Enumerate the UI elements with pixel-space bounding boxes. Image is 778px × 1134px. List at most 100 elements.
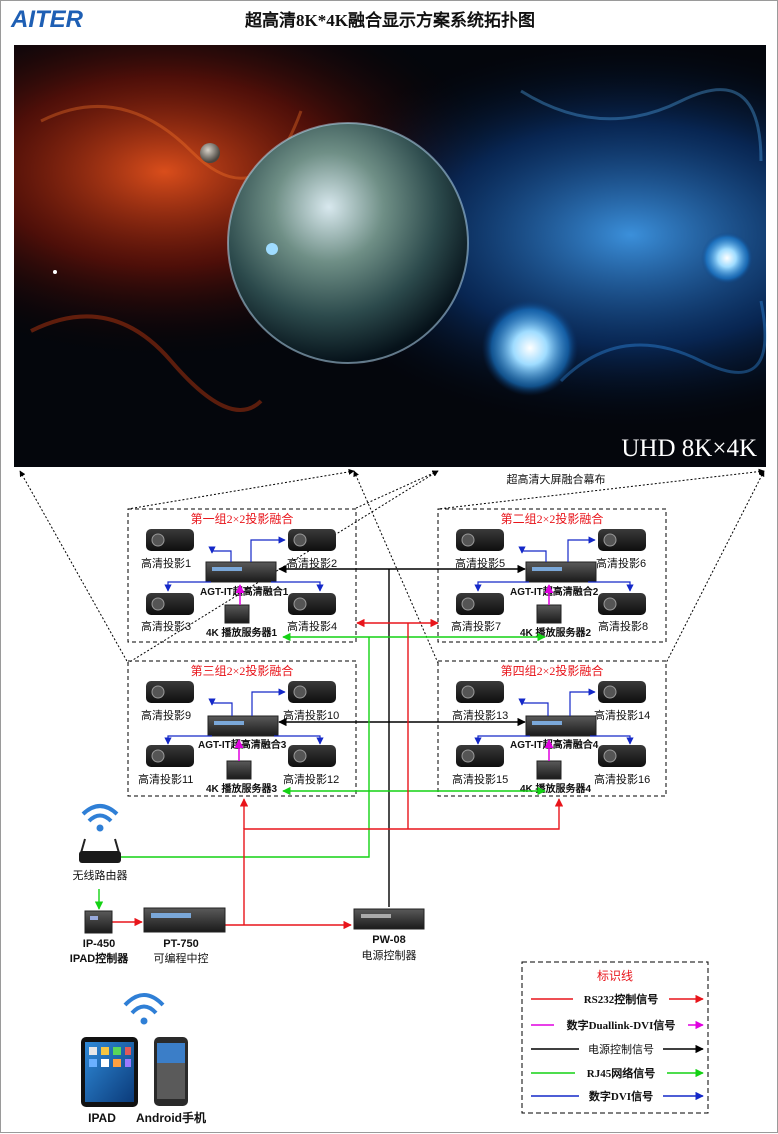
- projector-8: 高清投影8: [598, 593, 648, 633]
- dvi-links: [164, 536, 324, 592]
- pt750-label: 可编程中控: [154, 951, 209, 965]
- server-label: 4K 播放服务器4: [520, 782, 592, 795]
- legend: 标识线 RS232控制信号 数字Duallink-DVI信号 电源控制信号 RJ…: [521, 961, 709, 1114]
- dvi-links: [474, 536, 634, 592]
- pw08-label: 电源控制器: [362, 948, 417, 962]
- wifi-icon: [140, 1017, 148, 1025]
- projector-label: 高清投影16: [594, 772, 650, 786]
- legend-item-duallink: 数字Duallink-DVI信号: [531, 1017, 704, 1032]
- group-title: 第四组2×2投影融合: [501, 663, 604, 678]
- projection-group-3: 第三组2×2投影融合 高清投影9 高清投影10 高清投影11 高清投影12 AG…: [127, 660, 357, 797]
- projector-15: 高清投影15: [452, 745, 508, 786]
- processor-label: AGT-IT超高清融合3: [198, 738, 287, 751]
- legend-item-rj45: RJ45网络信号: [531, 1065, 704, 1080]
- fusion-processor: AGT-IT超高清融合1: [200, 561, 289, 598]
- projector-6: 高清投影6: [596, 529, 646, 570]
- projector-label: 高清投影6: [596, 556, 646, 570]
- projection-group-4: 第四组2×2投影融合 高清投影13 高清投影14 高清投影15 高清投影16 A…: [437, 660, 667, 797]
- projector-label: 高清投影10: [283, 708, 339, 722]
- projector-label: 高清投影3: [141, 619, 191, 633]
- wireless-router: 无线路由器: [73, 804, 128, 882]
- pw08-power-controller: PW-08 电源控制器: [353, 908, 425, 962]
- projector-9: 高清投影9: [141, 681, 194, 722]
- projector-label: 高清投影5: [455, 556, 505, 570]
- legend-label: RS232控制信号: [584, 992, 659, 1006]
- processor-label: AGT-IT超高清融合1: [200, 585, 289, 598]
- projector-16: 高清投影16: [594, 745, 650, 786]
- playback-server: 4K 播放服务器1: [206, 604, 278, 639]
- small-star-image: [701, 232, 753, 284]
- projection-line: [353, 470, 439, 510]
- projector-2: 高清投影2: [287, 529, 337, 570]
- legend-item-dvi: 数字DVI信号: [531, 1088, 704, 1103]
- projection-line: [665, 470, 765, 664]
- page-title: 超高清8K*4K融合显示方案系统拓扑图: [245, 10, 535, 30]
- projector-label: 高清投影15: [452, 772, 508, 786]
- ip450-model: IP-450: [83, 938, 115, 950]
- projector-label: 高清投影7: [451, 619, 501, 633]
- playback-server: 4K 播放服务器2: [520, 604, 592, 639]
- projector-10: 高清投影10: [283, 681, 339, 722]
- projector-label: 高清投影8: [598, 619, 648, 633]
- legend-item-rs232: RS232控制信号: [531, 991, 704, 1006]
- wifi-icon: [96, 824, 104, 832]
- legend-label: 数字Duallink-DVI信号: [567, 1018, 676, 1032]
- projection-line: [127, 468, 355, 510]
- projector-label: 高清投影13: [452, 708, 508, 722]
- projector-12: 高清投影12: [283, 745, 339, 786]
- fusion-processor: AGT-IT超高清融合3: [198, 715, 287, 751]
- ipad-label: IPAD: [88, 1111, 116, 1125]
- projector-1: 高清投影1: [141, 529, 194, 570]
- ip450-controller: IP-450 IPAD控制器: [70, 910, 129, 965]
- mobile-devices: IPAD Android手机: [81, 993, 206, 1125]
- screen-caption: 超高清大屏融合幕布: [507, 472, 606, 486]
- projector-4: 高清投影4: [287, 593, 337, 633]
- pt750-model: PT-750: [163, 938, 198, 950]
- projector-14: 高清投影14: [594, 681, 650, 722]
- projection-line: [19, 470, 129, 664]
- projector-13: 高清投影13: [452, 681, 508, 722]
- projector-7: 高清投影7: [451, 593, 504, 633]
- projector-label: 高清投影1: [141, 556, 191, 570]
- screen-resolution-badge: UHD 8K×4K: [621, 435, 757, 462]
- projector-label: 高清投影14: [594, 708, 650, 722]
- projector-label: 高清投影12: [283, 772, 339, 786]
- moon-image: [200, 143, 220, 163]
- projection-line: [353, 470, 439, 664]
- legend-label: 电源控制信号: [588, 1042, 654, 1056]
- server-label: 4K 播放服务器1: [206, 626, 278, 639]
- projector-label: 高清投影9: [141, 708, 191, 722]
- android-label: Android手机: [136, 1110, 206, 1125]
- brand-logo: AITER: [10, 6, 84, 33]
- dvi-links: [164, 688, 324, 745]
- projection-lines: [19, 468, 765, 664]
- pt750-central-control: PT-750 可编程中控: [143, 907, 226, 965]
- processor-label: AGT-IT超高清融合4: [510, 738, 599, 751]
- fusion-processor: AGT-IT超高清融合4: [510, 715, 599, 751]
- group-title: 第二组2×2投影融合: [501, 511, 604, 526]
- projection-group-2: 第二组2×2投影融合 高清投影5 高清投影6 高清投影7 高清投影8 AGT-I…: [437, 508, 667, 643]
- legend-label: RJ45网络信号: [587, 1066, 655, 1080]
- ipad-device: IPAD: [81, 1037, 138, 1125]
- processor-label: AGT-IT超高清融合2: [510, 585, 599, 598]
- brand-logo-text: AITER: [10, 6, 84, 33]
- projector-label: 高清投影11: [138, 772, 193, 786]
- rs232-control-lines: [112, 618, 564, 930]
- playback-server: 4K 播放服务器4: [520, 760, 592, 795]
- planet-image: [228, 123, 468, 363]
- power-control-lines: [278, 564, 526, 907]
- router-icon: [79, 851, 121, 863]
- legend-item-power: 电源控制信号: [531, 1041, 704, 1056]
- router-label: 无线路由器: [73, 868, 128, 882]
- projector-5: 高清投影5: [455, 529, 505, 570]
- android-phone: Android手机: [136, 1037, 206, 1125]
- projection-line: [127, 470, 439, 664]
- dvi-links: [474, 688, 634, 745]
- ip450-label: IPAD控制器: [70, 951, 129, 965]
- server-label: 4K 播放服务器3: [206, 782, 278, 795]
- projector-label: 高清投影2: [287, 556, 337, 570]
- group-title: 第三组2×2投影融合: [191, 663, 294, 678]
- group-title: 第一组2×2投影融合: [191, 511, 294, 526]
